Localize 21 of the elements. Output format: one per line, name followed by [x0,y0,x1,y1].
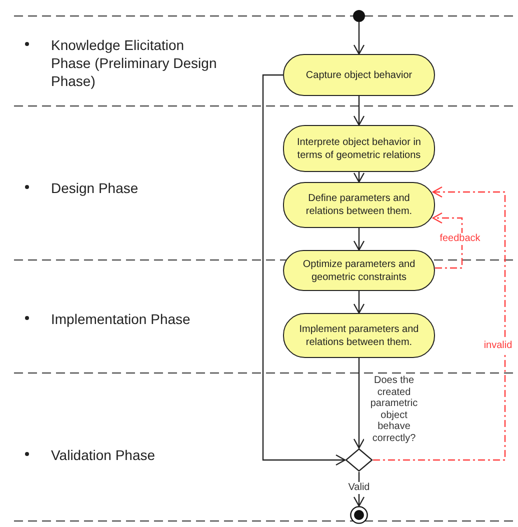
start-node [353,10,365,22]
action-box: Interprete object behavior in terms of geometric relations [283,125,435,172]
phase-label: Design Phase [51,179,140,197]
arrow [353,228,365,251]
arrow [353,96,365,126]
arrow [353,172,365,183]
phase-label: Implementation Phase [51,310,192,328]
action-box: Define parameters and relations between them. [283,182,435,228]
arrow [353,358,365,449]
arrow [373,186,506,461]
arrow [353,291,365,314]
arrow [353,22,365,55]
arrow [432,212,463,269]
action-box: Capture object behavior [283,54,435,96]
end-node [350,506,368,524]
arrow [262,74,346,466]
decision-diamond [345,448,373,472]
phase-label: Validation Phase [51,446,156,464]
phase-label: Knowledge Elicitation Phase (Preliminary Design Phase) [51,36,218,90]
action-box: Optimize parameters and geometric constraints [283,250,435,291]
action-box: Implement parameters and relations between them. [283,313,435,358]
